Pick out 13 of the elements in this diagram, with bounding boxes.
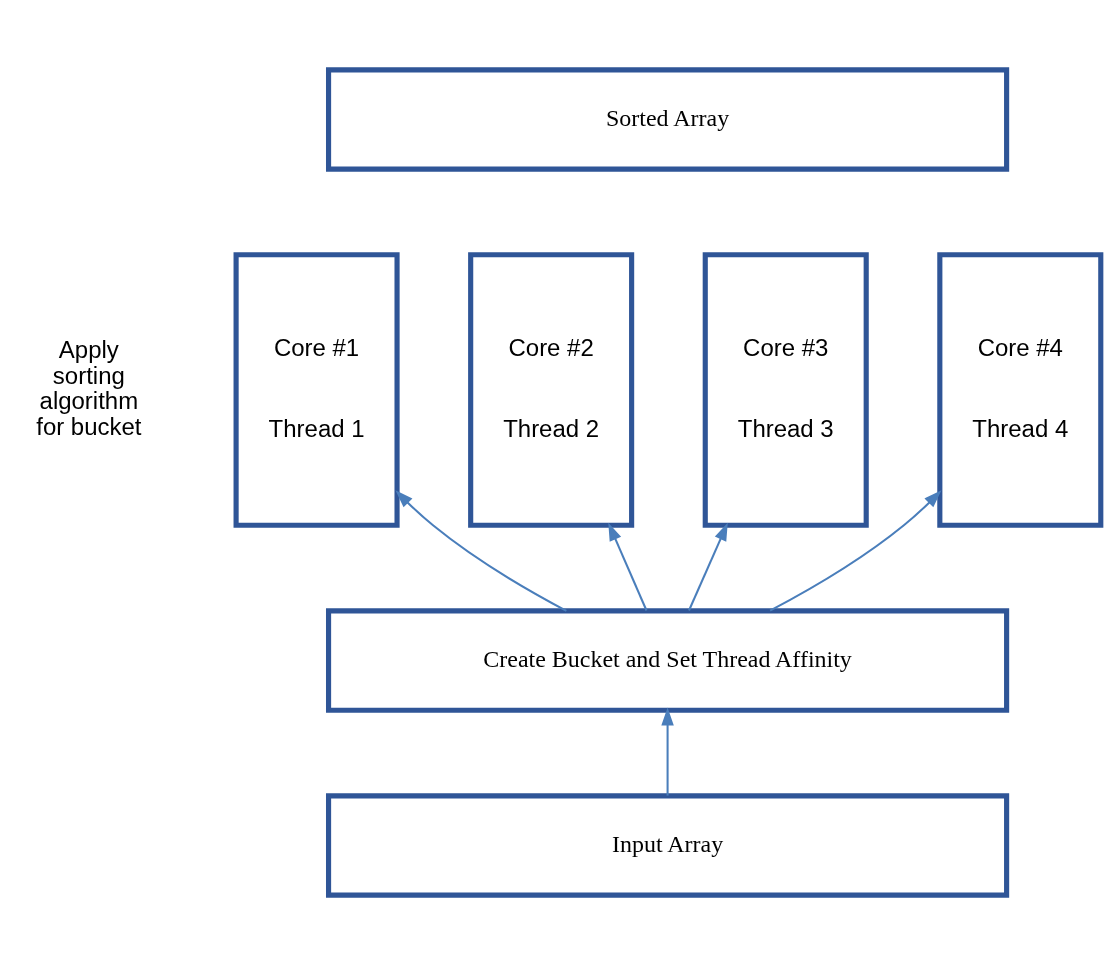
arrow (608, 522, 648, 611)
node-box: Core #2 Thread 2 (468, 252, 635, 528)
node-box: Core #4 Thread 4 (937, 252, 1104, 528)
arrow (661, 707, 674, 796)
arrow (395, 490, 567, 612)
node-box: Core #3 Thread 3 (702, 252, 869, 528)
label: Apply sorting algorithm for bucket (36, 335, 142, 440)
arrow (769, 490, 942, 612)
node-box: Input Array (326, 793, 1010, 898)
arrow (688, 522, 728, 611)
node-box: Sorted Array (326, 67, 1010, 172)
node-box: Core #1 Thread 1 (233, 252, 400, 528)
node-box: Create Bucket and Set Thread Affinity (326, 608, 1010, 713)
